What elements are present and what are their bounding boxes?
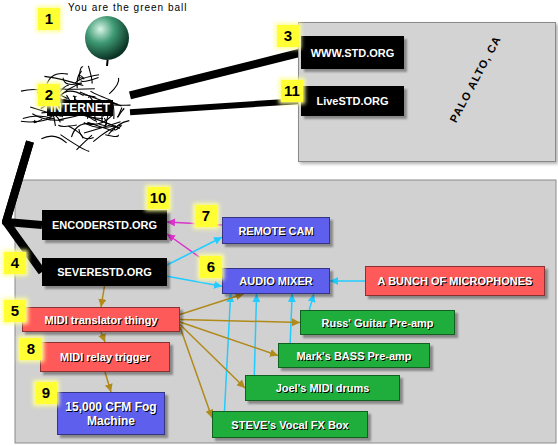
connector [180, 320, 300, 323]
midi-box: MIDI translator thingy [22, 307, 180, 332]
connector [290, 294, 292, 343]
scribble-stroke [41, 136, 66, 143]
scribble-stroke [109, 78, 119, 94]
scribble-stroke [79, 67, 83, 80]
node-label: A BUNCH OF MICROPHONES [378, 275, 533, 287]
node-label: REMOTE CAM [238, 225, 313, 237]
callout-number: 4 [4, 252, 26, 274]
callout-number: 10 [147, 187, 169, 209]
scribble-stroke [58, 125, 77, 126]
scribble-stroke [105, 135, 118, 137]
scribble-stroke [84, 123, 116, 128]
node-label: LiveSTD.ORG [316, 95, 388, 107]
scribble-stroke [118, 109, 124, 118]
connector [224, 294, 230, 411]
connector [130, 101, 301, 112]
node-label: SEVERESTD.ORG [57, 266, 152, 278]
callout-number: 9 [35, 382, 57, 404]
node-label: Mark's BASS Pre-amp [296, 350, 411, 362]
midi-box: MIDI relay trigger [40, 342, 170, 372]
server-box: WWW.STD.ORG [301, 36, 404, 69]
green-ball [85, 16, 129, 60]
input-box: A BUNCH OF MICROPHONES [365, 266, 545, 296]
studio-panel [15, 180, 556, 443]
scribble-stroke [68, 126, 82, 138]
node-label: Russ' Guitar Pre-amp [321, 317, 433, 329]
player-ball: You are the green ball [62, 2, 252, 60]
scribble-stroke [57, 88, 95, 90]
scribble-stroke [60, 91, 84, 96]
connector [180, 294, 244, 315]
node-label: MIDI translator thingy [44, 314, 157, 326]
node-label: You are the green ball [68, 2, 188, 14]
instrument-box: Mark's BASS Pre-amp [278, 343, 430, 368]
callout-number: 8 [20, 338, 42, 360]
location-panel: PALO ALTO, CA WWW.STD.ORG LiveSTD.ORG [298, 22, 556, 162]
connector [105, 372, 111, 392]
node-label: STEVE's Vocal FX Box [231, 419, 348, 431]
node-label: WWW.STD.ORG [311, 47, 395, 59]
node-label: MIDI relay trigger [60, 351, 150, 363]
connector [180, 327, 212, 418]
server-box: LiveSTD.ORG [301, 86, 404, 116]
internet-scribble [21, 66, 131, 152]
scribble-stroke [75, 75, 99, 83]
callout-number: 3 [277, 25, 299, 47]
instrument-box: STEVE's Vocal FX Box [212, 411, 368, 438]
node-label: ENCODERSTD.ORG [52, 219, 157, 231]
internet-cloud: INTERNET [30, 66, 130, 150]
connector [101, 332, 105, 342]
node-label: 15,000 CFM Fog Machine [64, 400, 158, 428]
connector [130, 53, 301, 96]
scribble-stroke [77, 135, 93, 150]
connector [106, 60, 109, 66]
callout-number: 7 [195, 205, 217, 227]
scribble-stroke [61, 135, 90, 152]
callout-number: 5 [4, 300, 26, 322]
device-box: REMOTE CAM [222, 217, 330, 244]
callout-number: 6 [200, 256, 222, 278]
scribble-stroke [79, 129, 94, 139]
device-box: AUDIO MIXER [222, 268, 330, 294]
scribble-stroke [23, 116, 54, 119]
connector [254, 294, 256, 375]
callout-number: 11 [281, 80, 303, 102]
instrument-box: Joel's MIDI drums [245, 375, 400, 401]
location-label: PALO ALTO, CA [447, 34, 503, 125]
node-label: Joel's MIDI drums [276, 382, 370, 394]
server-box: SEVERESTD.ORG [42, 258, 167, 286]
instrument-box: Russ' Guitar Pre-amp [300, 310, 455, 335]
server-box: ENCODERSTD.ORG [42, 210, 167, 240]
connector [101, 286, 105, 307]
connector [330, 280, 365, 282]
device-box: 15,000 CFM Fog Machine [57, 392, 165, 435]
callout-number: 1 [38, 8, 60, 30]
connector [309, 294, 314, 310]
callout-number: 2 [38, 84, 60, 106]
node-label: AUDIO MIXER [239, 275, 312, 287]
scribble-stroke [91, 91, 111, 100]
